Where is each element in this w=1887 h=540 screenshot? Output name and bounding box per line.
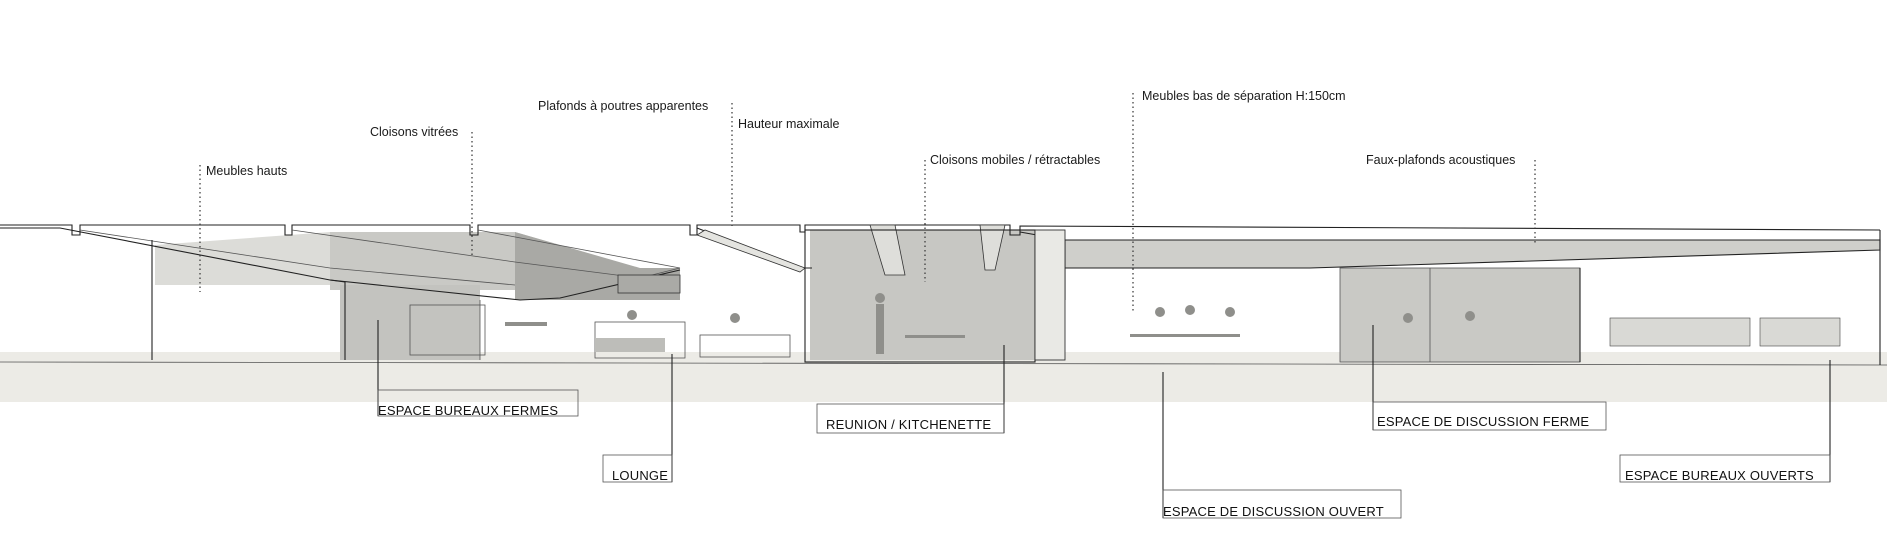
meeting-table <box>905 335 965 338</box>
annotation-high-furniture: Meubles hauts <box>206 164 287 178</box>
person-standing-body <box>876 304 884 354</box>
furniture-sketch <box>505 293 1841 354</box>
roof-slab <box>0 224 1881 365</box>
open-desks <box>1609 317 1751 347</box>
desk <box>505 322 547 326</box>
exposed-beams <box>696 224 1006 276</box>
annotation-exposed-beams: Plafonds à poutres apparentes <box>538 99 708 113</box>
person-discussion-3 <box>1225 307 1235 317</box>
zone-closed-discussion: ESPACE DE DISCUSSION FERME <box>1377 414 1589 429</box>
annotation-max-height: Hauteur maximale <box>738 117 839 131</box>
annotation-glass-partitions: Cloisons vitrées <box>370 125 458 139</box>
open-desks-2 <box>1759 317 1841 347</box>
zone-callouts <box>377 320 1831 519</box>
discussion-table <box>1130 334 1240 337</box>
walls <box>151 229 1581 363</box>
annotation-leaders <box>199 93 1536 312</box>
person-closed-discussion <box>1403 313 1413 323</box>
annotation-acoustic-ceilings: Faux-plafonds acoustiques <box>1366 153 1515 167</box>
person-lounge <box>627 310 637 320</box>
zone-open-discussion: ESPACE DE DISCUSSION OUVERT <box>1163 504 1384 519</box>
person-lounge-2 <box>730 313 740 323</box>
zone-closed-offices: ESPACE BUREAUX FERMES <box>378 403 558 418</box>
sofa <box>595 338 665 352</box>
person-standing <box>875 293 885 303</box>
ceiling-shading <box>155 230 1880 362</box>
person-closed-discussion-2 <box>1465 311 1475 321</box>
annotation-movable-partitions: Cloisons mobiles / rétractables <box>930 153 1100 167</box>
person-discussion <box>1155 307 1165 317</box>
annotation-low-separation: Meubles bas de séparation H:150cm <box>1142 89 1346 103</box>
zone-meeting: REUNION / KITCHENETTE <box>826 417 991 432</box>
zone-open-offices: ESPACE BUREAUX OUVERTS <box>1625 468 1814 483</box>
person-discussion-2 <box>1185 305 1195 315</box>
zone-lounge: LOUNGE <box>612 468 668 483</box>
